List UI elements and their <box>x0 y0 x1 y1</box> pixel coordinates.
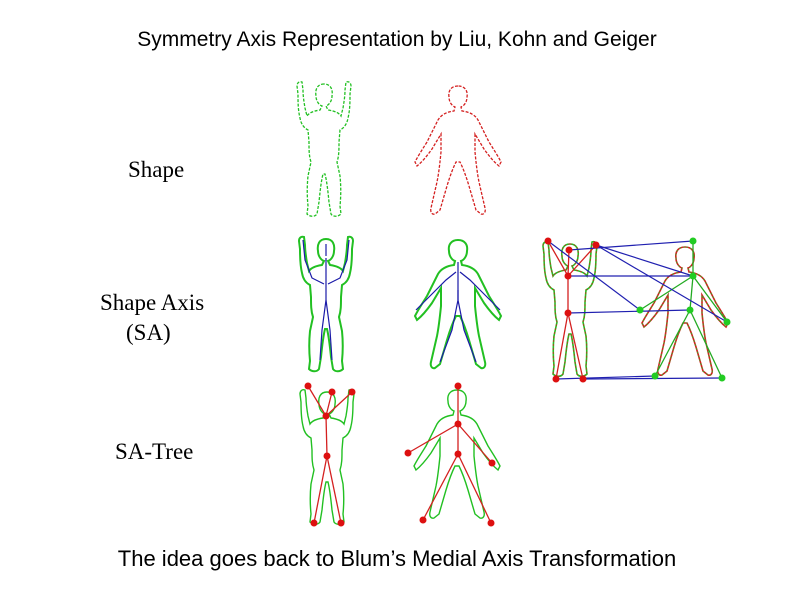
shape-axis-figure-b <box>414 239 502 370</box>
row-label-shape: Shape <box>128 157 185 182</box>
sa-tree-figure-b <box>404 382 501 527</box>
sa-tree-figure-a <box>299 382 356 527</box>
shape-figure-b <box>414 85 502 215</box>
row-label-sa-tree: SA-Tree <box>115 439 194 464</box>
slide-title: Symmetry Axis Representation by Liu, Koh… <box>137 28 657 51</box>
matching-overlay <box>542 237 731 383</box>
shape-axis-figure-a <box>298 235 354 373</box>
row-label-shape-axis: Shape Axis <box>100 290 205 315</box>
shape-figure-a <box>296 81 352 217</box>
row-label-sa: (SA) <box>126 320 171 345</box>
slide-footer: The idea goes back to Blum’s Medial Axis… <box>117 546 677 571</box>
